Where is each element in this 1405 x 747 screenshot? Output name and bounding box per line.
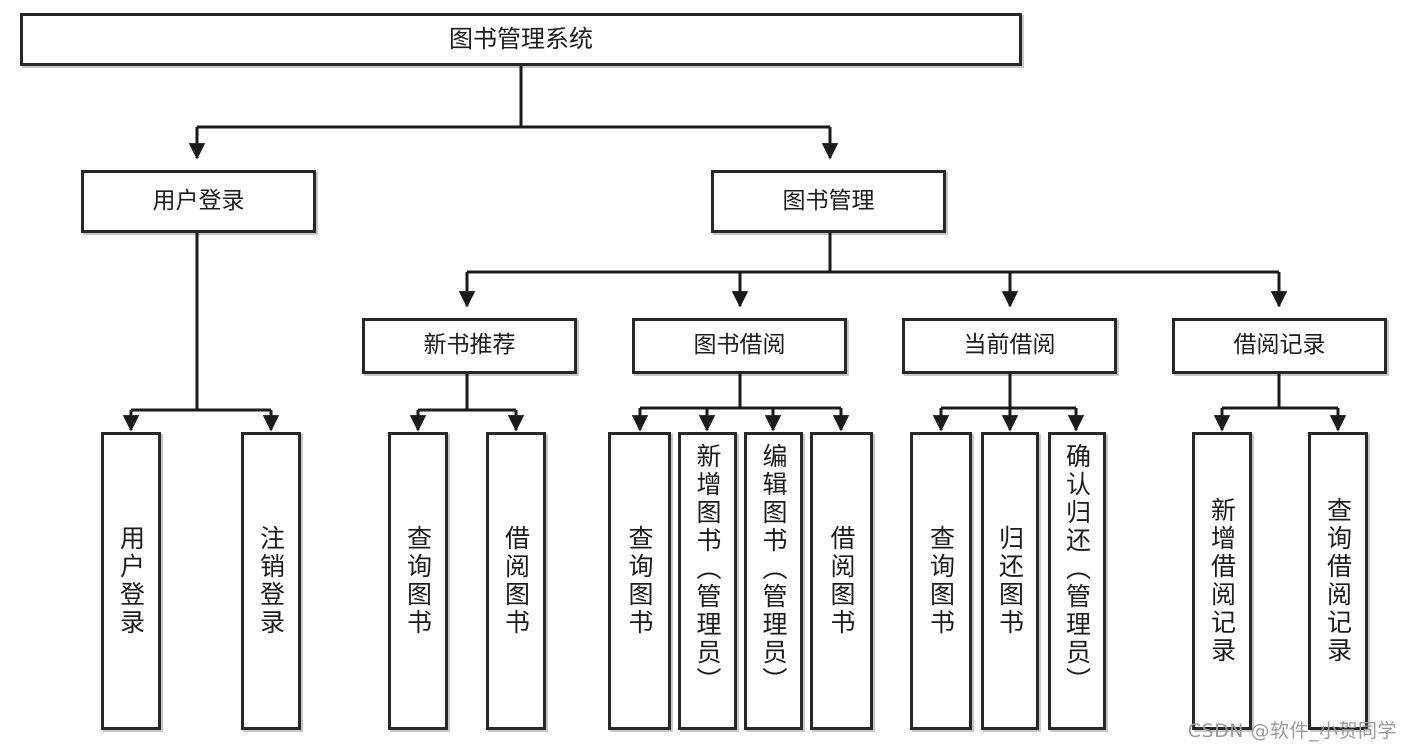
node-label: 借阅图书 — [827, 525, 856, 637]
node-label: 归还图书 — [995, 525, 1025, 637]
node-label: 用户登录 — [116, 525, 146, 637]
leaf-user-login[interactable]: 用户登录 — [101, 432, 161, 730]
node-label: 查询借阅记录 — [1323, 497, 1353, 665]
node-user-login[interactable]: 用户登录 — [81, 170, 316, 233]
leaf-edit-book-admin[interactable]: 编辑图书（管理员） — [744, 432, 803, 730]
node-label: 查询图书 — [625, 525, 654, 637]
leaf-query-book-recommend[interactable]: 查询图书 — [388, 432, 448, 730]
leaf-query-book-current[interactable]: 查询图书 — [910, 432, 972, 730]
leaf-logout[interactable]: 注销登录 — [241, 432, 301, 730]
node-label: 借阅记录 — [1233, 332, 1326, 359]
node-label: 新书推荐 — [423, 332, 516, 359]
watermark-text: CSDN @软件_小贺同学 — [1187, 720, 1397, 742]
node-root-system[interactable]: 图书管理系统 — [20, 13, 1022, 66]
node-label: 新增图书（管理员） — [693, 443, 722, 695]
node-book-borrow[interactable]: 图书借阅 — [632, 318, 847, 374]
node-borrow-record[interactable]: 借阅记录 — [1172, 318, 1387, 374]
leaf-query-borrow-record[interactable]: 查询借阅记录 — [1308, 432, 1368, 730]
node-label: 注销登录 — [256, 525, 286, 637]
node-label: 新增借阅记录 — [1207, 497, 1237, 665]
node-label: 确认归还（管理员） — [1062, 443, 1092, 695]
leaf-confirm-return-admin[interactable]: 确认归还（管理员） — [1048, 432, 1106, 730]
node-label: 借阅图书 — [501, 525, 531, 637]
node-label: 编辑图书（管理员） — [759, 443, 788, 695]
node-label: 用户登录 — [152, 187, 245, 214]
node-label: 图书管理 — [782, 187, 875, 214]
node-book-management[interactable]: 图书管理 — [711, 170, 946, 233]
leaf-add-borrow-record[interactable]: 新增借阅记录 — [1192, 432, 1252, 730]
node-current-borrow[interactable]: 当前借阅 — [902, 318, 1117, 374]
node-label: 图书管理系统 — [449, 25, 593, 54]
node-new-book-recommend[interactable]: 新书推荐 — [362, 318, 577, 374]
leaf-borrow-book-recommend[interactable]: 借阅图书 — [486, 432, 546, 730]
leaf-query-book-borrow[interactable]: 查询图书 — [608, 432, 671, 730]
leaf-return-book[interactable]: 归还图书 — [981, 432, 1039, 730]
leaf-add-book-admin[interactable]: 新增图书（管理员） — [678, 432, 737, 730]
node-label: 查询图书 — [926, 525, 956, 637]
node-label: 图书借阅 — [693, 332, 786, 359]
node-label: 查询图书 — [403, 525, 433, 637]
node-label: 当前借阅 — [963, 332, 1056, 359]
leaf-borrow-book[interactable]: 借阅图书 — [810, 432, 873, 730]
